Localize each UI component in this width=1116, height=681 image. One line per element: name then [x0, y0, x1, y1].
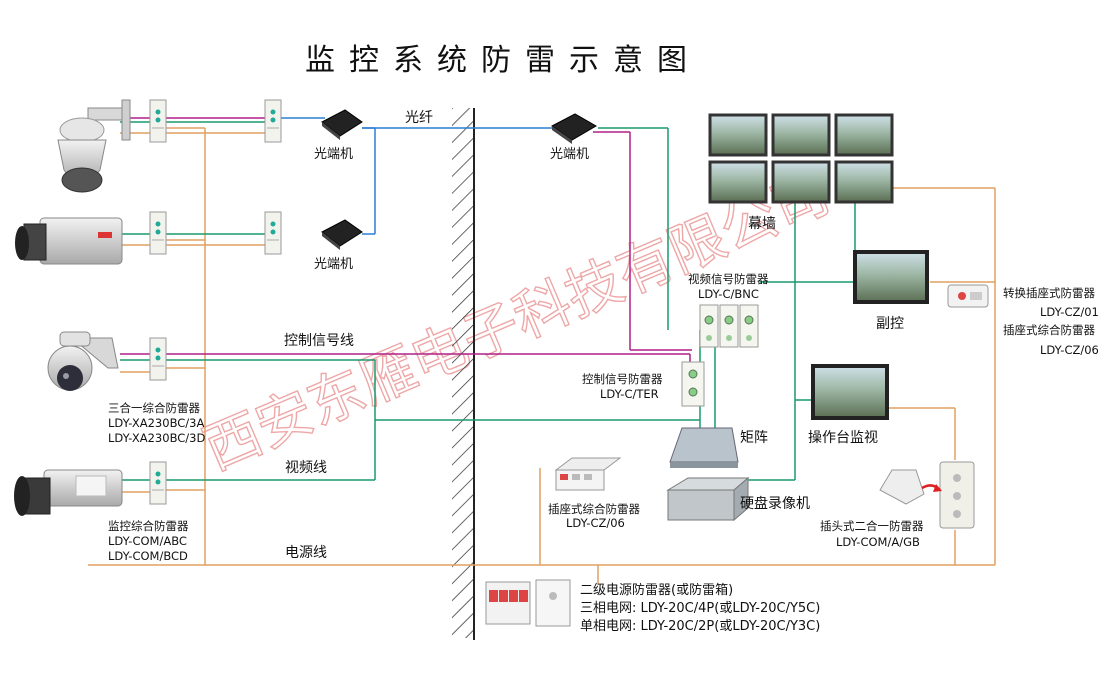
- plug-protector-model: LDY-COM/A/GB: [836, 535, 920, 549]
- ter-protector: [681, 361, 705, 407]
- optical-label-3: 光端机: [550, 147, 589, 162]
- dvr-label: 硬盘录像机: [740, 495, 810, 512]
- dome-camera-3: [47, 331, 119, 391]
- ter-protector-name: 控制信号防雷器: [582, 372, 663, 386]
- protector-module-1a: [149, 99, 167, 143]
- video-line-label: 视频线: [285, 460, 327, 476]
- video-wall: [708, 113, 894, 204]
- power-line: [88, 127, 996, 585]
- monitor-protector-model-2: LDY-COM/BCD: [108, 549, 188, 563]
- protector-module-2b: [264, 211, 282, 255]
- fiber-line: [280, 117, 560, 235]
- building-wall: [452, 108, 475, 640]
- power-protector-title: 二级电源防雷器(或防雷箱): [580, 582, 733, 598]
- optical-label-1: 光端机: [314, 147, 353, 162]
- wires: [88, 117, 996, 585]
- protector-module-2a: [149, 211, 167, 255]
- socket-right-protector-model: LDY-CZ/06: [1040, 343, 1099, 357]
- dome-camera-1: [57, 99, 131, 193]
- optical-transceiver-3: [551, 113, 597, 144]
- adapter-protector-model: LDY-CZ/01: [1040, 305, 1099, 319]
- adapter-socket-protector: [947, 284, 989, 308]
- socket-protector-model: LDY-CZ/06: [566, 516, 625, 530]
- socket-protector-name: 插座式综合防雷器: [548, 502, 640, 516]
- fiber-line-label: 光纤: [405, 110, 433, 126]
- box-camera-2: [15, 217, 123, 265]
- bnc-protector: [699, 304, 759, 348]
- dvr-device: [666, 476, 750, 522]
- optical-label-2: 光端机: [314, 257, 353, 272]
- triple-protector-model-1: LDY-XA230BC/3A: [108, 416, 204, 430]
- plug-protector-name: 插头式二合一防雷器: [820, 519, 924, 533]
- bnc-protector-name: 视频信号防雷器: [688, 272, 769, 286]
- bnc-protector-model: LDY-C/BNC: [698, 287, 759, 301]
- protector-module-4: [149, 461, 167, 505]
- plug-protector: [879, 461, 975, 529]
- matrix-label: 矩阵: [740, 430, 768, 446]
- socket-strip-protector: [554, 457, 622, 491]
- diagram-title: 监控系统防雷示意图: [305, 43, 701, 78]
- control-line: [120, 117, 692, 365]
- console-monitor: [811, 364, 889, 420]
- triple-protector-name: 三合一综合防雷器: [108, 401, 200, 415]
- sub-control-monitor: [853, 250, 929, 304]
- protector-module-3: [149, 337, 167, 381]
- video-line: [120, 121, 856, 481]
- matrix-device: [669, 427, 739, 468]
- triple-protector-model-2: LDY-XA230BC/3D: [108, 431, 205, 445]
- protector-module-1b: [264, 99, 282, 143]
- optical-transceiver-1: [321, 109, 363, 140]
- ter-protector-model: LDY-C/TER: [600, 387, 659, 401]
- power-protector-module: [485, 579, 571, 627]
- control-line-label: 控制信号线: [284, 333, 354, 349]
- console-monitor-label: 操作台监视: [808, 430, 878, 446]
- box-camera-4: [14, 469, 123, 516]
- optical-transceiver-2: [321, 219, 363, 250]
- monitor-protector-name: 监控综合防雷器: [108, 519, 189, 533]
- monitor-protector-model-1: LDY-COM/ABC: [108, 534, 187, 548]
- power-line-label: 电源线: [285, 545, 327, 561]
- sub-control-label: 副控: [876, 316, 904, 332]
- power-protector-single-phase: 单相电网: LDY-20C/2P(或LDY-20C/Y3C): [580, 619, 820, 634]
- video-wall-label: 幕墙: [748, 216, 776, 232]
- adapter-protector-name: 转换插座式防雷器: [1003, 286, 1095, 300]
- socket-right-protector-name: 插座式综合防雷器: [1003, 323, 1095, 337]
- power-protector-three-phase: 三相电网: LDY-20C/4P(或LDY-20C/Y5C): [580, 601, 820, 616]
